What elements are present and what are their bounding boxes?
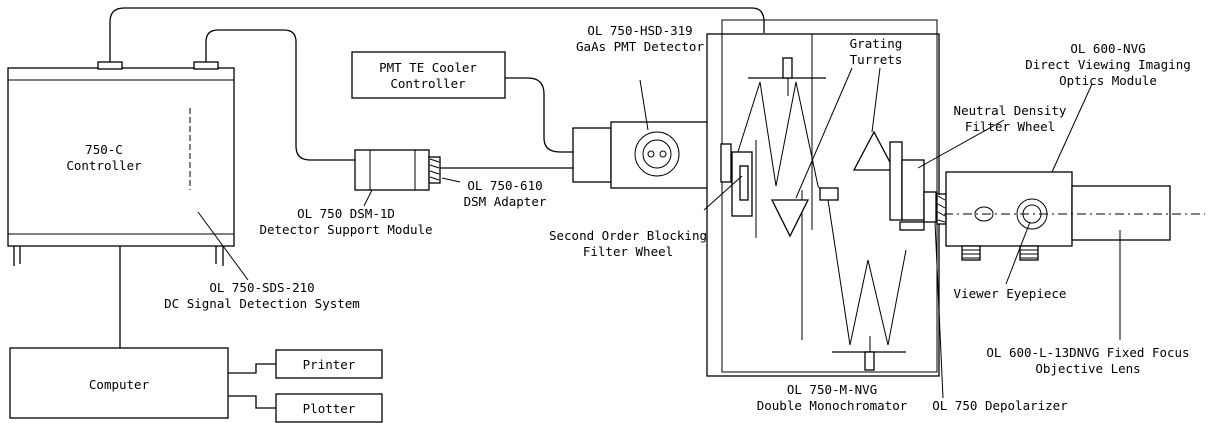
computer-to-plotter-line bbox=[228, 395, 276, 409]
optics-module-leader bbox=[1051, 83, 1093, 173]
printer-label: Printer bbox=[303, 357, 356, 372]
computer-to-printer-line bbox=[228, 363, 276, 374]
te-cooler-box bbox=[351, 51, 506, 99]
controller-to-dsm-cable bbox=[205, 29, 355, 161]
plotter-label: Plotter bbox=[303, 401, 356, 416]
blocking-filter-label-1: Second Order Blocking bbox=[549, 228, 707, 243]
te-cooler-label-2: Controller bbox=[390, 76, 466, 91]
grating-leader-1 bbox=[795, 67, 853, 199]
dsm-leader bbox=[363, 189, 373, 207]
pmt-leader bbox=[639, 79, 649, 131]
cooler-to-pmt-cable bbox=[505, 77, 573, 153]
controller-box bbox=[7, 61, 235, 266]
monochromator-label-1: OL 750-M-NVG bbox=[787, 382, 877, 397]
plotter-box bbox=[275, 393, 383, 423]
dsm-adapter-leader bbox=[441, 177, 461, 183]
optics-module-label-3: Optics Module bbox=[1059, 73, 1157, 88]
neutral-density-leader bbox=[917, 119, 1005, 169]
neutral-density-label-1: Neutral Density bbox=[954, 103, 1067, 118]
dc-system-label-2: DC Signal Detection System bbox=[164, 296, 360, 311]
monochromator-housing bbox=[706, 19, 940, 377]
optics-module-label-2: Direct Viewing Imaging bbox=[1025, 57, 1191, 72]
depolarizer-label: OL 750 Depolarizer bbox=[932, 398, 1068, 413]
dsm-adapter-label-1: OL 750-610 bbox=[467, 178, 542, 193]
objective-label-1: OL 600-L-13DNVG Fixed Focus bbox=[986, 345, 1189, 360]
controller-label-2: Controller bbox=[66, 158, 142, 173]
grating-label-2: Turrets bbox=[850, 52, 903, 67]
grating-leader-2 bbox=[871, 67, 881, 133]
pmt-label-1: OL 750-HSD-319 bbox=[587, 23, 692, 38]
top-cable bbox=[109, 7, 765, 62]
pmt-label-2: GaAs PMT Detector bbox=[576, 39, 704, 54]
monochromator-label-2: Double Monochromator bbox=[757, 398, 908, 413]
objective-label-2: Objective Lens bbox=[1035, 361, 1140, 376]
eyepiece-label: Viewer Eyepiece bbox=[954, 286, 1067, 301]
te-cooler-label-1: PMT TE Cooler bbox=[379, 60, 477, 75]
dsm-module bbox=[354, 149, 441, 191]
computer-box bbox=[9, 347, 229, 419]
neutral-density-label-2: Filter Wheel bbox=[965, 119, 1055, 134]
dc-system-leader bbox=[197, 211, 249, 281]
dc-system-label-1: OL 750-SDS-210 bbox=[209, 280, 314, 295]
dsm-label-2: Detector Support Module bbox=[259, 222, 432, 237]
blocking-filter-leader bbox=[703, 175, 743, 211]
blocking-filter-label-2: Filter Wheel bbox=[583, 244, 673, 259]
dsm-label-1: OL 750 DSM-1D bbox=[297, 206, 395, 221]
controller-label-1: 750-C bbox=[85, 142, 123, 157]
pmt-detector bbox=[572, 121, 722, 189]
depolarizer-leader bbox=[934, 221, 944, 399]
printer-box bbox=[275, 349, 383, 379]
optics-module bbox=[936, 171, 1171, 261]
eyepiece-leader bbox=[1005, 221, 1031, 285]
dsm-adapter-label-2: DSM Adapter bbox=[464, 194, 547, 209]
grating-label-1: Grating bbox=[850, 36, 903, 51]
computer-label: Computer bbox=[89, 377, 150, 392]
optics-module-label-1: OL 600-NVG bbox=[1070, 41, 1145, 56]
